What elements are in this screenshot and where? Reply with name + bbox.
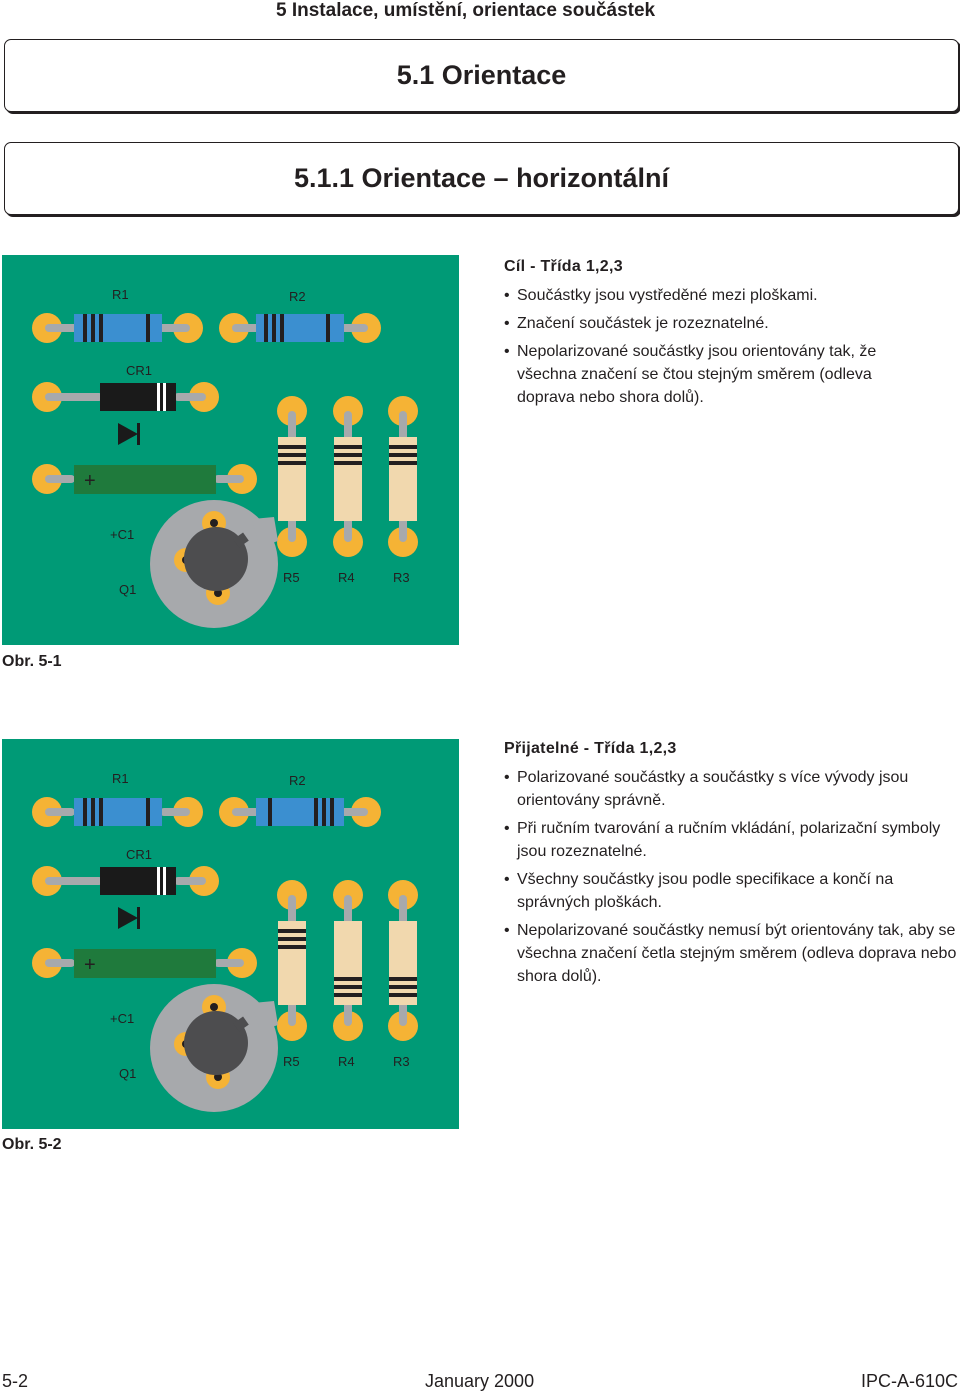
capacitor-c1: +: [32, 948, 257, 978]
diode-cr1: [32, 382, 219, 445]
plus-mark: +: [84, 470, 96, 492]
label-q1: Q1: [119, 1066, 136, 1081]
section-title: 5.1 Orientace: [396, 60, 567, 90]
label-r1: R1: [112, 287, 129, 302]
chapter-title: 5 Instalace, umístění, orientace součást…: [276, 0, 656, 21]
page-number: 5-2: [2, 1371, 29, 1391]
transistor-q1: [150, 500, 278, 628]
list-item: Nepolarizované součástky nemusí být orie…: [504, 919, 960, 988]
acceptable-criteria: Přijatelné - Třída 1,2,3 Polarizované so…: [504, 737, 960, 993]
subsection-title-box: 5.1.1 Orientace – horizontální: [4, 142, 959, 215]
pcb-figure-acceptable: + R1 R2 CR1 +C1 Q1 R5: [2, 739, 459, 1129]
list-item: Součástky jsou vystředěné mezi ploškami.: [504, 284, 904, 307]
list-item: Polarizované součástky a součástky s víc…: [504, 766, 960, 812]
resistor-r2: [219, 313, 381, 343]
resistor-r5: [277, 396, 307, 557]
label-c1: +C1: [110, 527, 134, 542]
resistor-r2: [219, 797, 381, 827]
section-title-box: 5.1 Orientace: [4, 39, 959, 112]
label-q1: Q1: [119, 582, 136, 597]
list-item: Při ručním tvarování a ručním vkládání, …: [504, 817, 960, 863]
label-cr1: CR1: [126, 363, 152, 378]
document-id: IPC-A-610C: [860, 1371, 958, 1391]
figure-caption: Obr. 5-1: [2, 653, 62, 670]
diode-cr1: [32, 866, 219, 929]
figure-caption: Obr. 5-2: [2, 1136, 62, 1153]
acceptable-list: Polarizované součástky a součástky s víc…: [504, 766, 960, 988]
label-c1: +C1: [110, 1011, 134, 1026]
resistor-r5: [277, 880, 307, 1041]
label-r2: R2: [289, 289, 306, 304]
resistor-r1: [32, 313, 203, 343]
list-item: Značení součástek je rozeznatelné.: [504, 312, 904, 335]
list-item: Nepolarizované součástky jsou orientován…: [504, 340, 904, 409]
resistor-r4: [333, 880, 363, 1041]
resistor-r1: [32, 797, 203, 827]
label-cr1: CR1: [126, 847, 152, 862]
target-list: Součástky jsou vystředěné mezi ploškami.…: [504, 284, 904, 409]
acceptable-heading: Přijatelné - Třída 1,2,3: [504, 740, 677, 757]
pcb-figure-target: + R1 R2 CR1 +C1 Q1 R5 R4 R: [2, 255, 459, 645]
plus-mark: +: [84, 954, 96, 976]
label-r4: R4: [338, 1054, 355, 1069]
footer-date: January 2000: [425, 1371, 535, 1391]
list-item: Všechny součástky jsou podle specifikace…: [504, 868, 960, 914]
subsection-title: 5.1.1 Orientace – horizontální: [293, 163, 670, 193]
label-r2: R2: [289, 773, 306, 788]
target-criteria: Cíl - Třída 1,2,3 Součástky jsou vystřed…: [504, 255, 904, 414]
label-r1: R1: [112, 771, 129, 786]
label-r5: R5: [283, 570, 300, 585]
transistor-q1: [150, 984, 278, 1112]
label-r4: R4: [338, 570, 355, 585]
label-r3: R3: [393, 1054, 410, 1069]
capacitor-c1: +: [32, 464, 257, 494]
target-heading: Cíl - Třída 1,2,3: [504, 258, 623, 275]
resistor-r3: [388, 880, 418, 1041]
label-r5: R5: [283, 1054, 300, 1069]
resistor-r3: [388, 396, 418, 557]
resistor-r4: [333, 396, 363, 557]
label-r3: R3: [393, 570, 410, 585]
